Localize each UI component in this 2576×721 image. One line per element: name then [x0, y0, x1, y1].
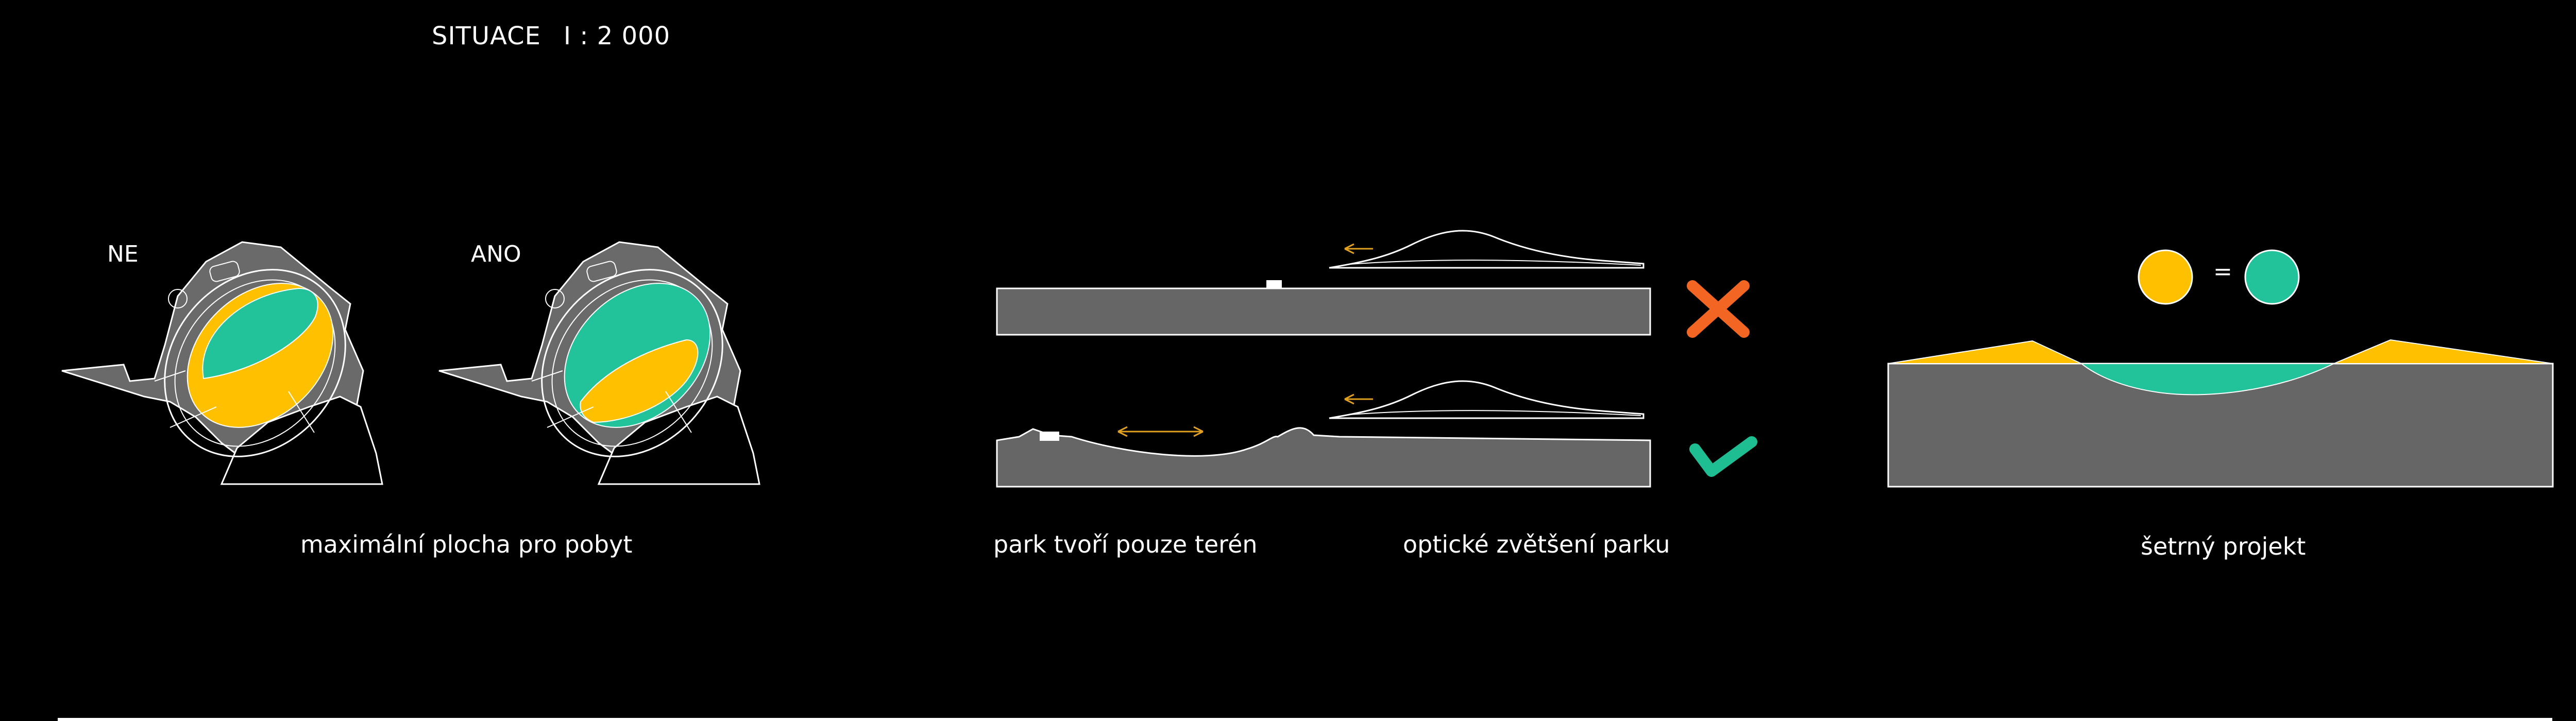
section-flat	[996, 230, 1651, 336]
green-circle	[2244, 249, 2300, 305]
building-marker	[1266, 280, 1282, 288]
check-icon	[1689, 436, 1757, 477]
cross-icon	[1687, 280, 1750, 338]
title-text: SITUACE	[432, 22, 541, 50]
caption-options: maximální plocha pro pobyt	[300, 530, 633, 558]
adjacent-block	[220, 396, 383, 485]
terrain-shaped	[996, 427, 1651, 488]
building-marker	[1040, 432, 1059, 441]
bottom-divider	[58, 718, 2552, 721]
page-title: SITUACE I : 2 000	[432, 22, 670, 50]
adjacent-block	[597, 396, 760, 485]
arrow-left	[1344, 393, 1373, 405]
site-plan-no	[61, 241, 383, 485]
label-yes: ANO	[471, 241, 521, 267]
cross-mark	[1687, 280, 1750, 338]
check-mark	[1689, 436, 1757, 477]
hill-profile	[1329, 230, 1645, 269]
hill-profile	[1329, 380, 1645, 419]
label-no: NE	[107, 241, 139, 267]
double-arrow	[1117, 426, 1204, 437]
balance-symbols	[2138, 249, 2300, 305]
section-terrain	[996, 380, 1651, 488]
site-plan-yes	[438, 241, 760, 485]
yellow-area	[580, 339, 699, 423]
caption-terrain: park tvoří pouze terén	[993, 530, 1258, 558]
scale-text: I : 2 000	[563, 22, 671, 50]
caption-project: šetrný projekt	[2141, 533, 2306, 560]
fill-right	[2333, 339, 2553, 364]
terrain-flat	[996, 287, 1651, 336]
cut-area	[2080, 363, 2334, 396]
fill-left	[1888, 340, 2082, 364]
yellow-circle	[2138, 249, 2193, 305]
caption-optical: optické zvětšení parku	[1403, 530, 1670, 558]
green-area	[202, 287, 318, 380]
arrow-left	[1344, 243, 1373, 254]
project-section	[1887, 339, 2554, 488]
equals-sign: =	[2213, 259, 2232, 285]
